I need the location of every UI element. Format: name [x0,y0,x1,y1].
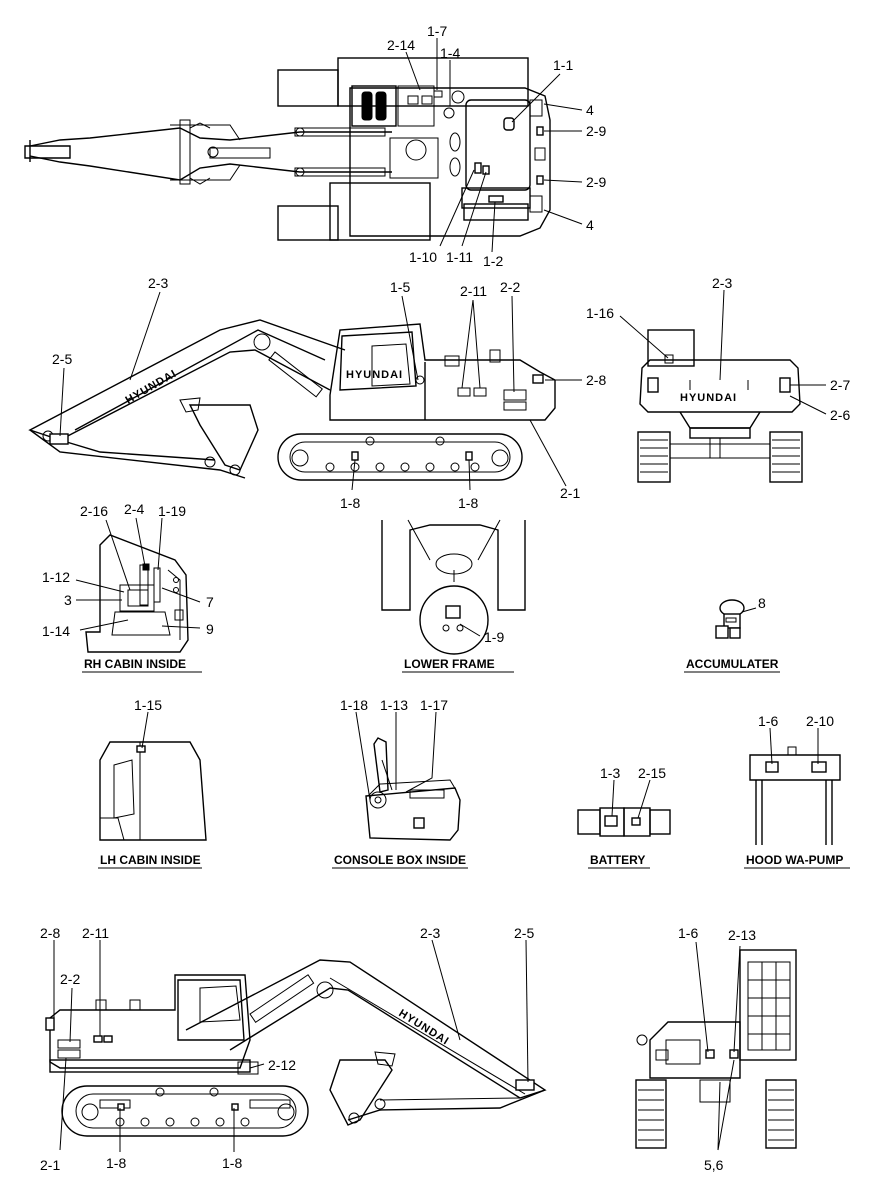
callout-5-6: 5,6 [704,1157,724,1173]
caption-lh-cabin-inside: LH CABIN INSIDE [100,853,201,867]
callout-4-top: 4 [586,102,594,118]
callout-2-11: 2-11 [460,283,487,299]
callout-1-13: 1-13 [380,697,408,713]
caption-battery: BATTERY [590,853,645,867]
top-view-callouts: 2-14 1-7 1-4 1-1 4 2-9 2-9 4 1-10 1-11 1… [387,23,606,269]
callout-1-1: 1-1 [553,57,573,73]
callout-2-2-left: 2-2 [60,971,80,987]
callout-1-8-left-a: 1-8 [106,1155,126,1171]
callout-1-8-left: 1-8 [340,495,360,511]
battery-callouts: 1-3 2-15 BATTERY [588,765,666,869]
rear-view: HYUNDAI [637,329,803,483]
callout-2-16: 2-16 [80,503,108,519]
callout-1-17: 1-17 [420,697,448,713]
caption-rh-cabin-inside: RH CABIN INSIDE [84,657,186,671]
callout-1-12: 1-12 [42,569,70,585]
callout-1-9: 1-9 [484,629,504,645]
callout-2-3: 2-3 [148,275,168,291]
callout-1-5: 1-5 [390,279,410,295]
rear-logo: HYUNDAI [680,392,737,404]
callout-1-14: 1-14 [42,623,70,639]
front-view-callouts: 1-6 2-13 5,6 [678,925,756,1173]
callout-2-2: 2-2 [500,279,520,295]
callout-1-18: 1-18 [340,697,368,713]
caption-console-box-inside: CONSOLE BOX INSIDE [334,853,466,867]
callout-4-bottom: 4 [586,217,594,233]
callout-2-3-left: 2-3 [420,925,440,941]
callout-9: 9 [206,621,214,637]
hood-callouts: 1-6 2-10 HOOD WA-PUMP [744,713,850,869]
rh-cabin-view [85,534,189,653]
left-side-callouts: 2-8 2-11 2-2 2-3 2-5 2-12 2-1 1-8 1-8 [40,925,534,1173]
callout-2-15: 2-15 [638,765,666,781]
callout-1-11: 1-11 [446,249,473,265]
rh-cabin-callouts: 2-16 2-4 1-19 1-12 3 7 1-14 9 RH CABIN I… [42,501,214,673]
caption-hood-wa-pump: HOOD WA-PUMP [746,853,843,867]
console-box-view [365,737,461,841]
callout-2-1-left: 2-1 [40,1157,60,1173]
callout-1-15: 1-15 [134,697,162,713]
callout-8: 8 [758,595,766,611]
callout-1-10: 1-10 [409,249,437,265]
callout-2-4: 2-4 [124,501,144,517]
top-view [24,57,551,241]
accumulator-view [715,599,745,639]
callout-1-19: 1-19 [158,503,186,519]
callout-1-8-left-b: 1-8 [222,1155,242,1171]
callout-2-3-rear: 2-3 [712,275,732,291]
accumulator-callouts: 8 ACCUMULATER [684,595,780,673]
lower-frame-callouts: 1-9 LOWER FRAME [402,623,514,673]
lower-frame-view [381,519,526,655]
right-side-callouts: 2-3 2-5 1-5 2-11 2-2 2-8 2-1 1-8 1-8 [52,275,606,511]
battery-view [577,807,671,837]
callout-2-9-lower: 2-9 [586,174,606,190]
lh-cabin-callouts: 1-15 LH CABIN INSIDE [98,697,202,869]
callout-1-3: 1-3 [600,765,620,781]
callout-2-14: 2-14 [387,37,415,53]
callout-2-7: 2-7 [830,377,850,393]
callout-2-10: 2-10 [806,713,834,729]
callout-2-6: 2-6 [830,407,850,423]
cab-logo: HYUNDAI [346,369,403,381]
callout-1-4: 1-4 [440,45,460,61]
callout-3: 3 [64,592,72,608]
callout-2-13: 2-13 [728,927,756,943]
callout-2-8: 2-8 [586,372,606,388]
hood-view [749,746,841,845]
callout-7: 7 [206,594,214,610]
callout-2-5-left: 2-5 [514,925,534,941]
callout-1-6-front: 1-6 [678,925,698,941]
caption-lower-frame: LOWER FRAME [404,657,495,671]
front-view [635,949,797,1149]
callout-1-7: 1-7 [427,23,447,39]
callout-2-12: 2-12 [268,1057,296,1073]
callout-2-1: 2-1 [560,485,580,501]
console-box-callouts: 1-18 1-13 1-17 CONSOLE BOX INSIDE [332,697,468,869]
callout-1-2: 1-2 [483,253,503,269]
callout-1-8-right: 1-8 [458,495,478,511]
left-boom-logo: HYUNDAI [396,1007,451,1047]
callout-2-5: 2-5 [52,351,72,367]
left-side-view: HYUNDAI [45,959,547,1137]
callout-2-9-upper: 2-9 [586,123,606,139]
callout-2-8-left: 2-8 [40,925,60,941]
caption-accumulator: ACCUMULATER [686,657,779,671]
callout-1-16: 1-16 [586,305,614,321]
rear-view-callouts: 1-16 2-3 2-7 2-6 [586,275,850,423]
callout-1-6-hood: 1-6 [758,713,778,729]
callout-2-11-left: 2-11 [82,925,109,941]
lh-cabin-view [99,741,207,841]
